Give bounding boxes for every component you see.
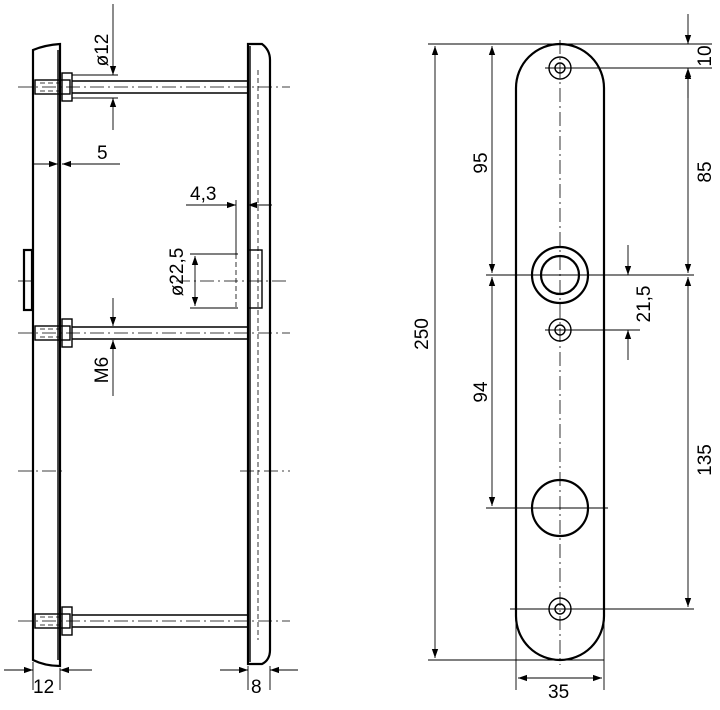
- dim-offset: 5: [33, 143, 120, 168]
- thread-label: M6: [92, 357, 113, 383]
- back-plate-profile: [246, 42, 272, 666]
- offset-label: 5: [97, 143, 108, 164]
- width-label: 35: [548, 682, 569, 703]
- dim-hole-spacing: 21,5: [624, 245, 655, 360]
- back-thickness-label: 8: [251, 677, 262, 698]
- dim-hole-diameter: ø22,5: [167, 248, 199, 306]
- front-thickness-label: 12: [33, 677, 54, 698]
- dim-total-height: 250: [412, 46, 439, 658]
- dim-back-thickness: 8: [220, 666, 298, 698]
- side-view-centerlines: [18, 86, 290, 622]
- dim-thread: M6: [92, 298, 117, 396]
- front-extension-lines: [428, 43, 712, 690]
- upper-span-label: 85: [695, 161, 716, 182]
- hole-spacing-label: 21,5: [634, 286, 655, 323]
- top-screw-hole: [545, 56, 575, 80]
- center-to-lock-label: 94: [471, 381, 492, 403]
- hole-offset-label: 4,3: [190, 184, 216, 205]
- dim-front-thickness: 12: [4, 662, 92, 698]
- front-plate-profile: [22, 42, 62, 668]
- total-height-label: 250: [412, 318, 433, 350]
- lower-span-label: 135: [695, 444, 716, 476]
- dim-top-to-center: 95: [471, 46, 496, 273]
- front-view: 250 95 94 10 85 21,5: [412, 14, 716, 703]
- hole-diameter-label: ø22,5: [167, 248, 188, 297]
- top-margin-label: 10: [695, 45, 716, 66]
- bolt-diameter-label: ø12: [92, 34, 113, 67]
- top-to-center-label: 95: [471, 152, 492, 173]
- middle-screw-hole: [545, 318, 575, 342]
- dim-center-to-lock: 94: [471, 277, 496, 506]
- dim-bolt-diameter: ø12: [72, 4, 118, 130]
- bolt-middle: [34, 318, 248, 348]
- spindle-hole: [190, 249, 263, 309]
- dim-top-margin: 10: [684, 14, 716, 98]
- dim-lower-span: 135: [684, 277, 716, 607]
- side-view: ø12 5 4,3 ø22,5 M6: [4, 4, 298, 698]
- dim-width: 35: [518, 674, 602, 703]
- dim-hole-offset: 4,3: [186, 184, 272, 254]
- dim-upper-span: 85: [684, 70, 716, 273]
